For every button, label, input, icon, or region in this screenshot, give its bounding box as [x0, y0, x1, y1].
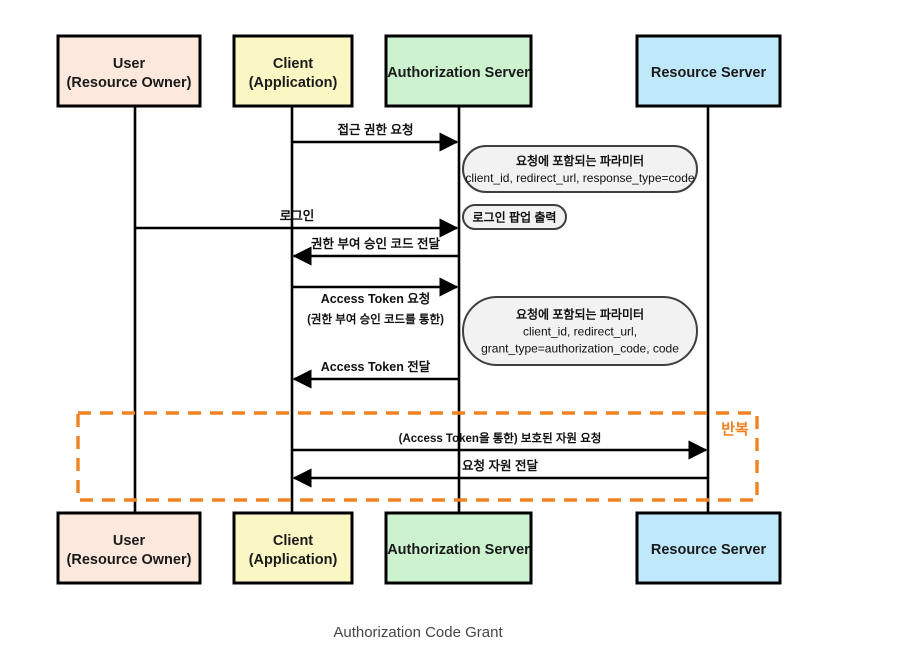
message-label-protected-resource-request: (Access Token을 통한) 보호된 자원 요청: [399, 431, 602, 445]
message-label-access-token-delivery: Access Token 전달: [321, 359, 431, 374]
note-line-note-auth-request-params-0: 요청에 포함되는 파라미터: [516, 153, 644, 168]
note-line-note-token-request-params-0: 요청에 포함되는 파라미터: [516, 307, 644, 322]
actor-label-client-line1: Client: [273, 56, 313, 72]
note-line-note-login-popup-0: 로그인 팝업 출력: [473, 210, 557, 225]
message-access-token-delivery[interactable]: Access Token 전달: [292, 359, 459, 389]
actor-box-client: [232, 34, 354, 108]
actor-box-user: [56, 511, 202, 585]
actor-label-auth-server-line1: Authorization Server: [387, 65, 530, 81]
actor-boxes-layer: User (Resource Owner) Client (Application) A…: [56, 34, 782, 585]
actor-label-user-line1: User: [113, 56, 146, 72]
note-line-note-token-request-params-1: client_id, redirect_url,: [523, 325, 637, 339]
message-access-token-request[interactable]: Access Token 요청 (권한 부여 승인 코드를 통한): [292, 277, 459, 326]
actor-label-user-line2: (Resource Owner): [67, 552, 192, 568]
caption-layer: Authorization Code Grant: [333, 624, 503, 641]
actor-auth-server-header[interactable]: Authorization Server: [384, 34, 533, 108]
actor-box-client: [232, 511, 354, 585]
message-authorization-code-delivery[interactable]: 권한 부여 승인 코드 전달: [292, 236, 459, 266]
actor-user-footer[interactable]: User (Resource Owner): [56, 511, 202, 585]
actor-box-resource-server: [635, 511, 782, 585]
actor-auth-server-footer[interactable]: Authorization Server: [384, 511, 533, 585]
actor-label-resource-server-line1: Resource Server: [651, 542, 767, 558]
actor-box-auth-server: [384, 34, 533, 108]
note-line-note-token-request-params-2: grant_type=authorization_code, code: [481, 342, 679, 356]
actor-box-auth-server: [384, 511, 533, 585]
diagram-caption: Authorization Code Grant: [333, 624, 503, 641]
note-box-note-login-popup: [462, 204, 567, 230]
actor-label-auth-server-line1: Authorization Server: [387, 542, 530, 558]
note-line-note-auth-request-params-1: client_id, redirect_url, response_type=c…: [465, 171, 694, 185]
actor-client-footer[interactable]: Client (Application): [232, 511, 354, 585]
loop-frame-label: 반복: [721, 421, 749, 438]
actor-box-resource-server: [635, 34, 782, 108]
message-label-login: 로그인: [280, 208, 315, 223]
note-note-token-request-params[interactable]: 요청에 포함되는 파라미터 client_id, redirect_url,gra…: [462, 296, 698, 366]
lifelines-layer: [133, 106, 710, 513]
actor-resource-server-header[interactable]: Resource Server: [635, 34, 782, 108]
notes-layer: 요청에 포함되는 파라미터 client_id, redirect_url, re…: [462, 145, 698, 366]
message-label-access-token-request-line1: Access Token 요청: [321, 291, 431, 306]
note-box-note-auth-request-params: [462, 145, 698, 193]
note-note-auth-request-params[interactable]: 요청에 포함되는 파라미터 client_id, redirect_url, re…: [462, 145, 698, 193]
message-access-authorization-request[interactable]: 접근 권한 요청: [292, 122, 459, 152]
message-login[interactable]: 로그인: [135, 208, 459, 238]
actor-user-header[interactable]: User (Resource Owner): [56, 34, 202, 108]
actor-label-client-line1: Client: [273, 533, 313, 549]
message-label-access-authorization-request: 접근 권한 요청: [338, 122, 414, 137]
actor-label-user-line1: User: [113, 533, 146, 549]
message-resource-delivery[interactable]: 요청 자원 전달: [292, 458, 708, 488]
message-label-authorization-code-delivery: 권한 부여 승인 코드 전달: [311, 236, 440, 251]
actor-label-client-line2: (Application): [249, 552, 338, 568]
message-label-resource-delivery: 요청 자원 전달: [462, 458, 538, 473]
message-protected-resource-request[interactable]: (Access Token을 통한) 보호된 자원 요청: [292, 431, 708, 460]
loop-frame-layer: 반복: [76, 411, 759, 502]
message-label-access-token-request-line2: (권한 부여 승인 코드를 통한): [307, 312, 444, 326]
loop-frame-border: [76, 411, 759, 502]
actor-resource-server-footer[interactable]: Resource Server: [635, 511, 782, 585]
loop-frame[interactable]: 반복: [76, 411, 759, 502]
actor-box-user: [56, 34, 202, 108]
actor-label-client-line2: (Application): [249, 75, 338, 91]
note-note-login-popup[interactable]: 로그인 팝업 출력: [462, 204, 567, 230]
actor-label-user-line2: (Resource Owner): [67, 75, 192, 91]
actor-label-resource-server-line1: Resource Server: [651, 65, 767, 81]
note-box-note-token-request-params: [462, 296, 698, 366]
actor-client-header[interactable]: Client (Application): [232, 34, 354, 108]
